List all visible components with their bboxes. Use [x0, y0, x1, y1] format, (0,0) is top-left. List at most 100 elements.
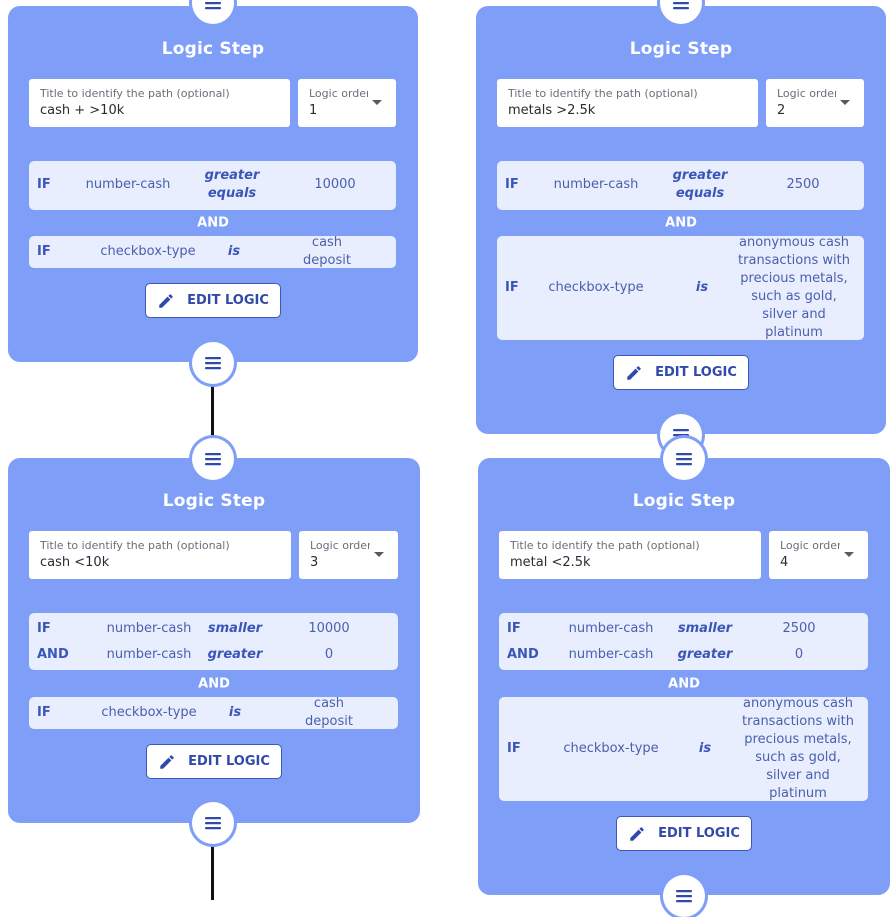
condition-group-1: IF number-cash smaller 2500 AND number-c…: [499, 613, 868, 670]
condition-field: number-cash: [568, 647, 654, 662]
condition-value: 0: [794, 647, 804, 662]
logic-order-value: 4: [780, 555, 789, 570]
logic-step-card-3: Logic Step Title to identify the path (o…: [8, 458, 420, 823]
pencil-icon: [630, 826, 644, 841]
drag-handle-top[interactable]: [192, 438, 234, 480]
condition-operator: is: [228, 705, 242, 720]
menu-icon: [676, 890, 692, 903]
condition-operator: is: [695, 280, 709, 295]
logic-order-select[interactable]: Logic order 4: [769, 531, 868, 579]
group-joiner: AND: [197, 215, 229, 231]
logic-step-card-2: Logic Step Title to identify the path (o…: [476, 6, 886, 434]
menu-icon: [205, 357, 221, 370]
logic-order-value: 3: [310, 555, 319, 570]
path-title-label: Title to identify the path (optional): [508, 87, 698, 100]
condition-keyword: IF: [37, 621, 51, 636]
condition-field: number-cash: [568, 621, 654, 636]
condition-keyword: IF: [505, 280, 519, 295]
condition-field: checkbox-type: [548, 280, 644, 295]
pencil-icon: [159, 293, 173, 308]
path-connector-line: [211, 384, 214, 439]
condition-group-2: IF checkbox-type is anonymous cash trans…: [497, 235, 864, 340]
menu-icon: [205, 817, 221, 830]
card-title: Logic Step: [629, 39, 733, 59]
condition-value: 2500: [786, 177, 820, 192]
card-title: Logic Step: [161, 39, 265, 59]
edit-logic-button[interactable]: EDIT LOGIC: [616, 816, 752, 851]
condition-operator: greater: [207, 647, 263, 662]
caret-down-icon: [372, 100, 382, 105]
group-joiner: AND: [665, 215, 697, 231]
condition-field: checkbox-type: [563, 741, 659, 756]
edit-logic-label: EDIT LOGIC: [658, 826, 740, 841]
logic-order-select[interactable]: Logic order 2: [766, 79, 864, 127]
group-joiner: AND: [198, 676, 230, 692]
menu-icon: [673, 2, 689, 10]
drag-handle-top[interactable]: [663, 438, 705, 480]
path-title-label: Title to identify the path (optional): [510, 539, 700, 552]
condition-field: checkbox-type: [101, 705, 197, 720]
path-title-value: metal <2.5k: [510, 555, 591, 570]
logic-order-value: 1: [309, 103, 318, 118]
condition-keyword: IF: [505, 177, 519, 192]
logic-order-label: Logic order: [310, 539, 370, 552]
logic-step-card-1: Logic Step Title to identify the path (o…: [8, 6, 418, 362]
menu-icon: [205, 453, 221, 466]
condition-operator: is: [698, 741, 712, 756]
condition-group-2: IF checkbox-type is anonymous cash trans…: [499, 696, 868, 801]
path-title-value: cash + >10k: [40, 103, 125, 118]
condition-field: number-cash: [106, 621, 192, 636]
edit-logic-label: EDIT LOGIC: [187, 293, 269, 308]
group-joiner: AND: [668, 676, 700, 692]
path-title-input[interactable]: Title to identify the path (optional) ca…: [29, 79, 290, 127]
edit-logic-button[interactable]: EDIT LOGIC: [145, 283, 281, 318]
path-title-input[interactable]: Title to identify the path (optional) ca…: [29, 531, 291, 579]
edit-logic-label: EDIT LOGIC: [188, 754, 270, 769]
pencil-icon: [627, 365, 641, 380]
drag-handle-bottom[interactable]: [192, 802, 234, 844]
path-title-value: metals >2.5k: [508, 103, 596, 118]
condition-operator: greater equals: [204, 168, 260, 201]
logic-order-select[interactable]: Logic order 1: [298, 79, 396, 127]
condition-value: anonymous cash transactions with preciou…: [738, 235, 850, 340]
path-title-label: Title to identify the path (optional): [40, 539, 230, 552]
condition-field: number-cash: [553, 177, 639, 192]
drag-handle-bottom[interactable]: [192, 342, 234, 384]
condition-operator: smaller: [207, 621, 263, 636]
condition-field: checkbox-type: [100, 244, 196, 259]
path-title-input[interactable]: Title to identify the path (optional) me…: [497, 79, 758, 127]
edit-logic-button[interactable]: EDIT LOGIC: [613, 355, 749, 390]
condition-keyword: IF: [507, 621, 521, 636]
condition-group-1: IF number-cash smaller 10000 AND number-…: [29, 613, 398, 670]
logic-order-label: Logic order: [780, 539, 840, 552]
condition-keyword: IF: [37, 244, 51, 259]
condition-value: 10000: [314, 177, 356, 192]
condition-operator: greater: [677, 647, 733, 662]
caret-down-icon: [844, 552, 854, 557]
logic-order-label: Logic order: [309, 87, 368, 100]
condition-operator: smaller: [677, 621, 733, 636]
condition-keyword: IF: [507, 741, 521, 756]
condition-field: number-cash: [106, 647, 192, 662]
drag-handle-bottom[interactable]: [663, 875, 705, 917]
condition-group-1: IF number-cash greater equals 10000: [29, 161, 396, 210]
caret-down-icon: [840, 100, 850, 105]
caret-down-icon: [374, 552, 384, 557]
condition-operator: greater equals: [672, 168, 728, 201]
card-title: Logic Step: [162, 491, 266, 511]
condition-group-2: IF checkbox-type is cash deposit: [29, 235, 396, 268]
logic-order-label: Logic order: [777, 87, 836, 100]
path-title-input[interactable]: Title to identify the path (optional) me…: [499, 531, 761, 579]
condition-value: cash deposit: [305, 696, 353, 729]
path-connector-line: [211, 845, 214, 900]
card-title: Logic Step: [632, 491, 736, 511]
edit-logic-button[interactable]: EDIT LOGIC: [146, 744, 282, 779]
path-title-value: cash <10k: [40, 555, 110, 570]
logic-order-select[interactable]: Logic order 3: [299, 531, 398, 579]
menu-icon: [205, 2, 221, 10]
logic-step-card-4: Logic Step Title to identify the path (o…: [478, 458, 890, 895]
condition-operator: is: [227, 244, 241, 259]
condition-group-1: IF number-cash greater equals 2500: [497, 161, 864, 210]
condition-keyword: IF: [37, 705, 51, 720]
condition-value: cash deposit: [303, 235, 351, 268]
